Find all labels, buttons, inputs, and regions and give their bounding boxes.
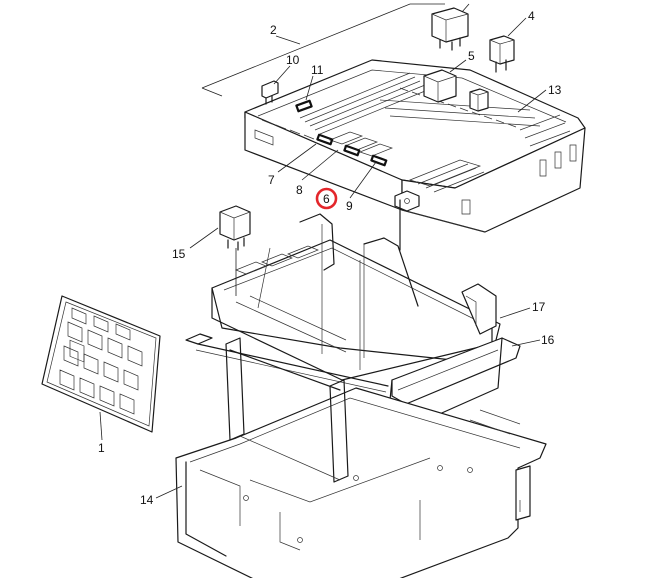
relay-top [431, 7, 469, 51]
lower-frame [175, 337, 547, 578]
callout-5: 5 [468, 49, 475, 63]
fuse-relay-box [244, 59, 586, 233]
callout-14: 14 [140, 493, 154, 507]
callout-9: 9 [346, 199, 353, 213]
callout-1: 1 [98, 441, 105, 455]
relay-4 [489, 35, 515, 73]
relay-15 [219, 205, 251, 251]
relay-small [469, 88, 489, 112]
highlight-ring [315, 187, 338, 210]
relay-plate [41, 295, 161, 433]
callout-6: 6 [323, 192, 330, 206]
leader-lines [99, 3, 547, 499]
callout-7: 7 [268, 173, 275, 187]
callout-11: 11 [311, 63, 324, 77]
callout-17: 17 [532, 300, 546, 314]
callout-4: 4 [528, 9, 535, 23]
relay-5 [423, 69, 457, 103]
callout-8: 8 [296, 183, 303, 197]
tray [211, 199, 501, 381]
group-bracket-2 [201, 3, 445, 97]
callout-16: 16 [541, 333, 555, 347]
callout-13: 13 [548, 83, 562, 97]
callout-10: 10 [286, 53, 300, 67]
callout-2: 2 [270, 23, 277, 37]
callout-15: 15 [172, 247, 186, 261]
fuse-10 [261, 80, 279, 105]
